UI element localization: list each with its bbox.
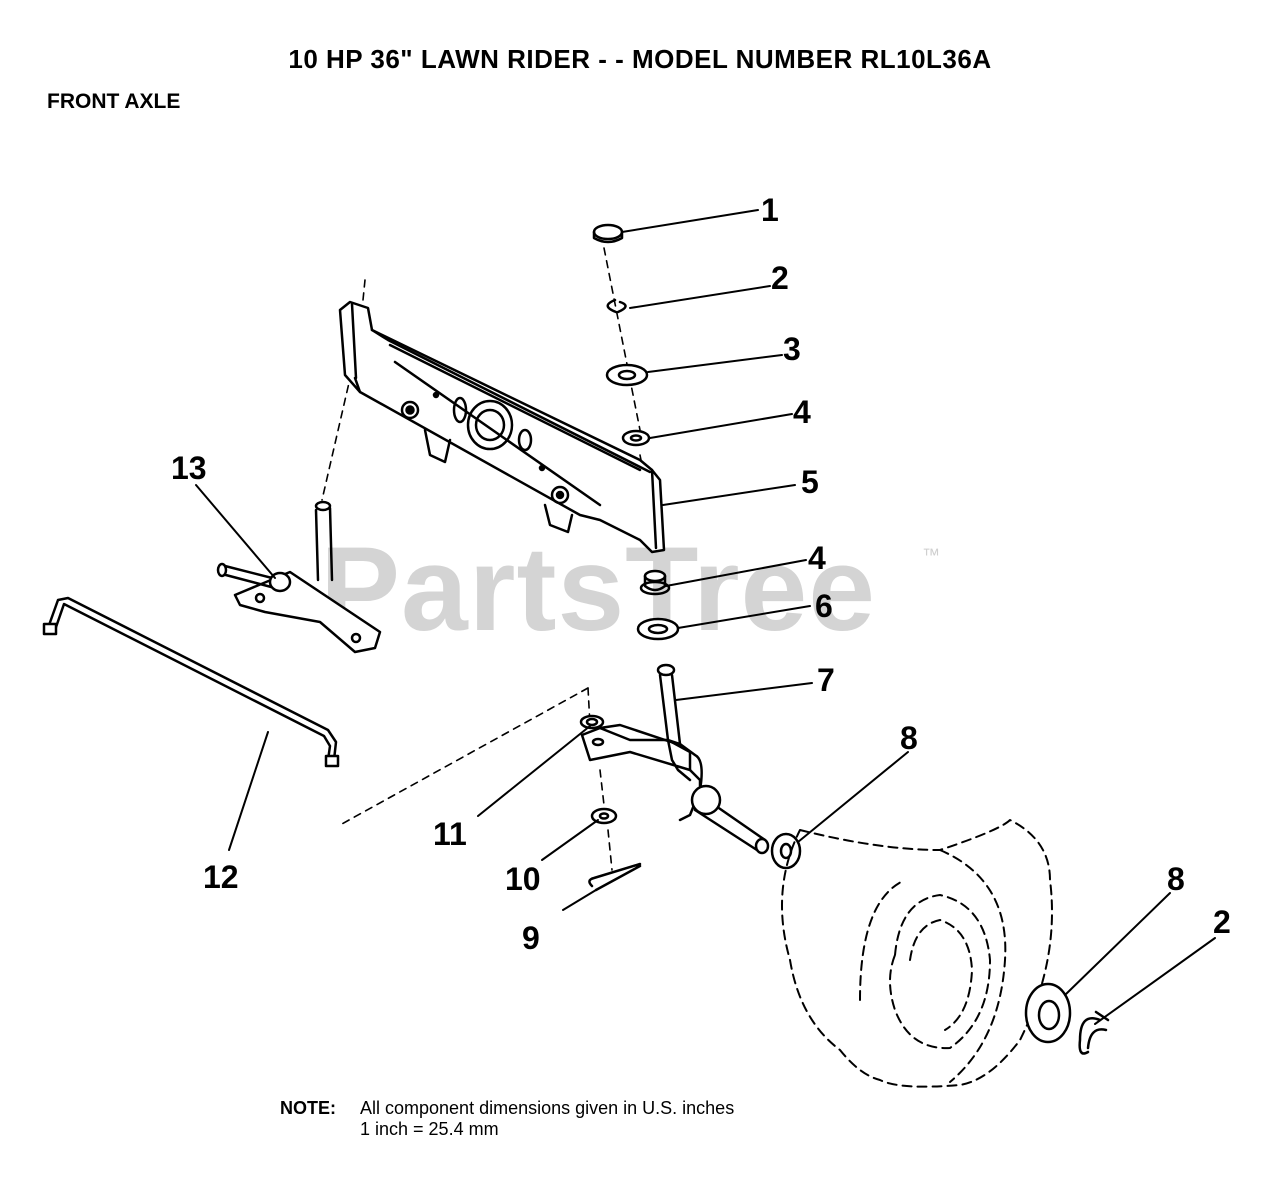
section-title: FRONT AXLE [47,90,181,113]
callout-5: 5 [801,464,819,500]
callout-11: 11 [433,816,467,852]
part-tie-rod [42,596,340,768]
part-clip-outer [1078,1010,1110,1055]
callout-7: 7 [817,662,835,698]
diagram-title: 10 HP 36" LAWN RIDER - - MODEL NUMBER RL… [288,44,992,74]
part-spindle-left [216,500,382,654]
callout-10: 10 [505,861,541,897]
watermark: PartsTree [320,522,877,656]
callout-4: 4 [793,394,811,430]
part-washer-large [605,363,649,387]
part-cotter-pin [588,862,642,892]
note: NOTE: All component dimensions given in U… [280,1098,734,1140]
part-nut [579,714,605,730]
part-washer [636,617,680,641]
callout-6: 6 [815,588,833,624]
part-wheel [781,819,1053,1088]
note-label: NOTE: [280,1098,336,1118]
watermark-trademark: ™ [922,545,940,565]
callout-1: 1 [761,192,779,228]
callout-3: 3 [783,331,801,367]
part-washer-8b [1024,982,1072,1044]
callout-4: 4 [808,540,826,576]
part-clip [606,298,627,314]
callout-2: 2 [771,260,789,296]
note-line-1: All component dimensions given in U.S. i… [360,1098,735,1118]
callout-8: 8 [900,720,918,756]
part-cap [592,223,624,244]
note-line-2: 1 inch = 25.4 mm [360,1119,499,1139]
callout-9: 9 [522,920,540,956]
callout-2: 2 [1213,904,1231,940]
leader-lines [195,209,1216,1025]
part-spindle-right [580,663,770,855]
callout-13: 13 [171,450,207,486]
callout-8: 8 [1167,861,1185,897]
callout-12: 12 [203,859,239,895]
part-axle-beam [338,300,666,554]
part-washer-8a [770,832,802,870]
part-bushing-top [621,429,651,447]
part-bushing-bottom [639,569,671,596]
